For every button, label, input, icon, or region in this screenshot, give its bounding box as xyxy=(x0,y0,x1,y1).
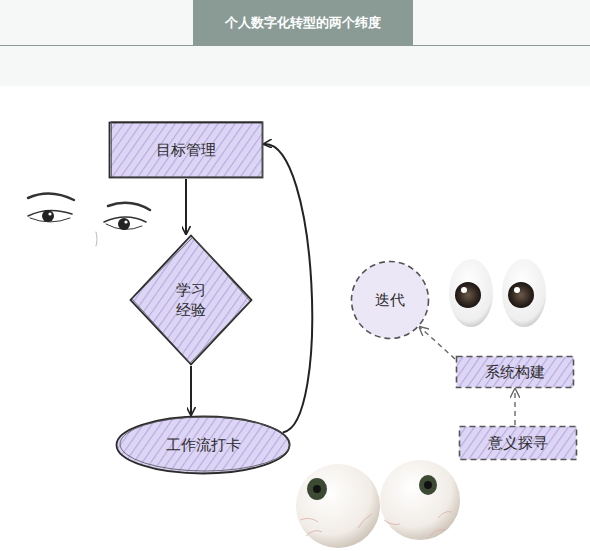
node-label: 迭代 xyxy=(375,290,405,310)
process-ellipse: 工作流打卡 xyxy=(115,415,291,475)
goal-box: 目标管理 xyxy=(108,121,264,179)
flow-arrow xyxy=(185,179,187,234)
decision-diamond-outline xyxy=(129,234,253,366)
title-bar: 个人数字化转型的两个纬度 xyxy=(193,0,413,46)
dashed-box: 意义探寻 xyxy=(458,425,578,461)
dashed-box: 系统构建 xyxy=(455,355,575,389)
node-label: 系统构建 xyxy=(485,362,545,382)
iterate-circle: 迭代 xyxy=(350,260,430,340)
dashed-arrow xyxy=(420,327,455,359)
node-label: 学习 经验 xyxy=(169,280,214,321)
node-label: 目标管理 xyxy=(156,140,216,160)
node-label: 意义探寻 xyxy=(488,433,548,453)
title-text: 个人数字化转型的两个纬度 xyxy=(225,14,381,32)
decision-diamond: 学习 经验 xyxy=(129,234,253,366)
node-label: 工作流打卡 xyxy=(166,435,241,455)
dashed-arrow xyxy=(514,389,515,425)
flow-arrow xyxy=(190,366,192,415)
flow-arrow xyxy=(264,144,312,432)
